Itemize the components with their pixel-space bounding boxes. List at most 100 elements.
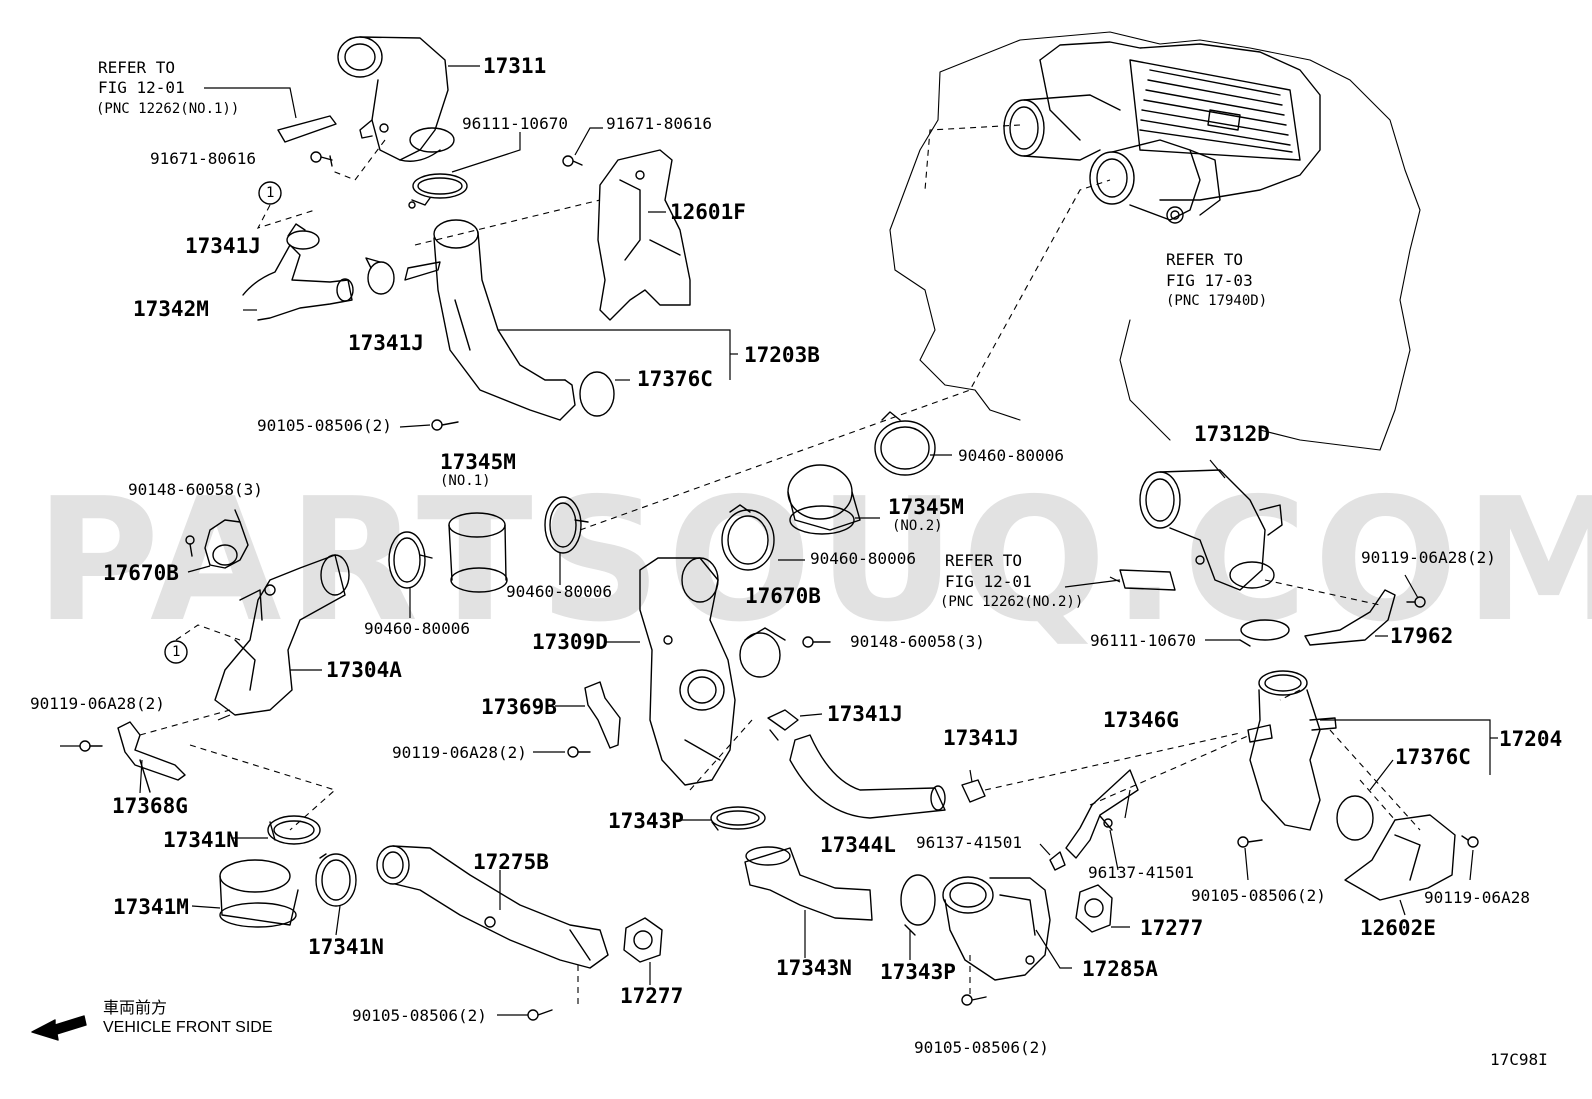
label-17341N-b[interactable]: 17341N (308, 935, 384, 959)
label-17376C-b[interactable]: 17376C (1395, 745, 1471, 769)
label-17343P-a[interactable]: 17343P (608, 809, 684, 833)
label-17342M[interactable]: 17342M (133, 297, 209, 321)
dashed-lines (139, 124, 1421, 1005)
label-17343P-b[interactable]: 17343P (880, 960, 956, 984)
clamp-17343P-a (710, 806, 766, 831)
bolt-91671-a (310, 151, 333, 167)
label-17275B[interactable]: 17275B (473, 850, 549, 874)
label-17312D[interactable]: 17312D (1194, 422, 1270, 446)
label-90105-08506-b[interactable]: 90105-08506(2) (1191, 886, 1326, 905)
label-17343N[interactable]: 17343N (776, 956, 852, 980)
label-17285A[interactable]: 17285A (1082, 957, 1158, 981)
label-17670B-a[interactable]: 17670B (103, 561, 179, 585)
label-17346G[interactable]: 17346G (1103, 708, 1179, 732)
label-17203B[interactable]: 17203B (744, 343, 820, 367)
label-17341M[interactable]: 17341M (113, 895, 189, 919)
label-90119-06A28-a[interactable]: 90119-06A28(2) (1361, 548, 1496, 567)
label-17341J-d[interactable]: 17341J (943, 726, 1019, 750)
oring-17376C-b (1336, 795, 1374, 841)
label-17670B-b[interactable]: 17670B (745, 584, 821, 608)
label-17341J-a[interactable]: 17341J (185, 234, 261, 258)
label-17304A[interactable]: 17304A (326, 658, 402, 682)
label-17345M-1-sub: (NO.1) (440, 473, 491, 489)
label-17368G[interactable]: 17368G (112, 794, 188, 818)
label-17341J-b[interactable]: 17341J (348, 331, 424, 355)
bolt-90119-c (567, 746, 591, 758)
label-17311[interactable]: 17311 (483, 54, 547, 78)
part-17204 (1247, 670, 1337, 831)
clamp-17341J-a (286, 223, 320, 250)
label-17369B[interactable]: 17369B (481, 695, 557, 719)
watermark: PARTSOUQ.COM (35, 462, 1592, 660)
label-90105-08506-a[interactable]: 90105-08506(2) (257, 416, 392, 435)
ref-a-line3: (PNC 12262(NO.1)) (96, 101, 240, 117)
bolt-90105-a (431, 419, 459, 431)
label-12601F[interactable]: 12601F (670, 200, 746, 224)
ref-c-line3: (PNC 12262(NO.2)) (940, 594, 1084, 610)
label-96137-41501-a[interactable]: 96137-41501 (916, 833, 1022, 852)
oring-17376C-a (579, 371, 615, 417)
cap-17341M (219, 859, 299, 928)
label-90460-80006-a[interactable]: 90460-80006 (958, 446, 1064, 465)
label-91671-80616-b[interactable]: 91671-80616 (150, 149, 256, 168)
label-17345M-1[interactable]: 17345M (440, 450, 516, 474)
ref-b-line1: REFER TO (1166, 250, 1244, 269)
bracket-17962 (1304, 589, 1396, 646)
clamp-17343P-b (900, 874, 936, 936)
label-90148-60058-a[interactable]: 90148-60058(3) (128, 480, 263, 499)
front-arrow-icon (31, 1015, 87, 1041)
gasket-17277-b (1075, 884, 1113, 933)
label-17204[interactable]: 17204 (1499, 727, 1563, 751)
bolt-90119-d (1461, 835, 1479, 848)
label-17962[interactable]: 17962 (1390, 624, 1454, 648)
label-90105-08506-c[interactable]: 90105-08506(2) (352, 1006, 487, 1025)
part-12601F (597, 149, 691, 321)
part-17670B-b (739, 627, 831, 678)
label-96137-41501-b[interactable]: 96137-41501 (1088, 863, 1194, 882)
ref-b-line2: FIG 17-03 (1166, 271, 1253, 290)
bolt-90119-a (1406, 596, 1426, 608)
clamp-90460-c (544, 496, 589, 554)
label-91671-80616-a[interactable]: 91671-80616 (606, 114, 712, 133)
label-90148-60058-b[interactable]: 90148-60058(3) (850, 632, 985, 651)
label-90460-80006-b[interactable]: 90460-80006 (810, 549, 916, 568)
callout-number-a: 1 (266, 185, 275, 201)
label-90460-80006-c[interactable]: 90460-80006 (506, 582, 612, 601)
label-90119-06A28-d[interactable]: 90119-06A28 (1424, 888, 1530, 907)
label-17344L[interactable]: 17344L (820, 833, 896, 857)
label-17309D[interactable]: 17309D (532, 630, 608, 654)
label-12602E[interactable]: 12602E (1360, 916, 1436, 940)
label-17345M-2[interactable]: 17345M (888, 495, 964, 519)
clamp-17341J-d (961, 779, 986, 803)
callout-number-b: 1 (172, 644, 181, 660)
label-90460-80006-d[interactable]: 90460-80006 (364, 619, 470, 638)
clamp-17341N-a (267, 815, 321, 845)
ref-c-line2: FIG 12-01 (945, 572, 1032, 591)
part-17342M (242, 244, 354, 321)
label-17341N-a[interactable]: 17341N (163, 828, 239, 852)
part-17285A (942, 876, 1051, 981)
part-17312D (1139, 469, 1283, 591)
label-17277-a[interactable]: 17277 (620, 984, 684, 1008)
label-17341J-c[interactable]: 17341J (827, 702, 903, 726)
clamp-17341N-b (315, 853, 357, 907)
label-90119-06A28-c[interactable]: 90119-06A28(2) (392, 743, 527, 762)
bolt-90119-b (79, 740, 103, 752)
ref-c-line1: REFER TO (945, 551, 1023, 570)
part-17275B (376, 845, 609, 969)
label-90105-08506-d[interactable]: 90105-08506(2) (914, 1038, 1049, 1057)
label-96111-10670-b[interactable]: 96111-10670 (1090, 631, 1196, 650)
part-17346G (1065, 769, 1139, 859)
label-17277-b[interactable]: 17277 (1140, 916, 1204, 940)
hose-ref-a (277, 115, 337, 143)
engine-outline (889, 31, 1421, 451)
bolt-91671-b (562, 155, 583, 167)
sleeve-17345M-1 (448, 512, 508, 593)
clamp-90460-b (721, 504, 775, 571)
label-17345M-2-sub: (NO.2) (892, 518, 943, 534)
gasket-17277-a (623, 917, 663, 963)
ref-a-line1: REFER TO (98, 58, 176, 77)
label-90119-06A28-b[interactable]: 90119-06A28(2) (30, 694, 165, 713)
label-96111-10670-a[interactable]: 96111-10670 (462, 114, 568, 133)
label-17376C-a[interactable]: 17376C (637, 367, 713, 391)
